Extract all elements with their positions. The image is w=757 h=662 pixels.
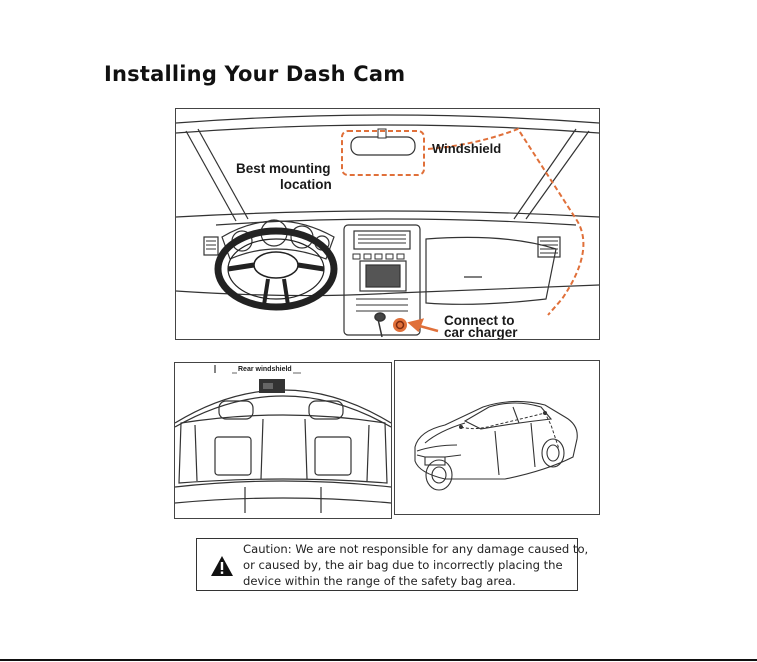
caution-text: Caution: We are not responsible for any … [243,541,573,589]
rear-windshield-label: Rear windshield [237,366,293,374]
car-drawing [395,361,599,514]
page-title: Installing Your Dash Cam [104,62,405,86]
page-bottom-rule [0,659,757,661]
caution-line3: device within the range of the safety ba… [243,573,573,589]
rear-seat-illustration: Rear windshield [174,362,392,519]
warning-triangle-icon [210,555,234,577]
caution-notice: Caution: We are not responsible for any … [196,538,578,591]
connect-label-line2: car charger [444,325,518,340]
windshield-label: Windshield [432,141,501,156]
dashboard-drawing [176,109,599,339]
car-cable-routing-illustration [394,360,600,515]
dashboard-illustration: Best mounting location Windshield Connec… [175,108,600,340]
rear-seat-drawing [175,363,391,518]
caution-line1: Caution: We are not responsible for any … [243,541,573,557]
best-mounting-label-line1: Best mounting [236,161,331,176]
best-mounting-label-line2: location [280,177,332,192]
caution-line2: or caused by, the air bag due to incorre… [243,557,573,573]
